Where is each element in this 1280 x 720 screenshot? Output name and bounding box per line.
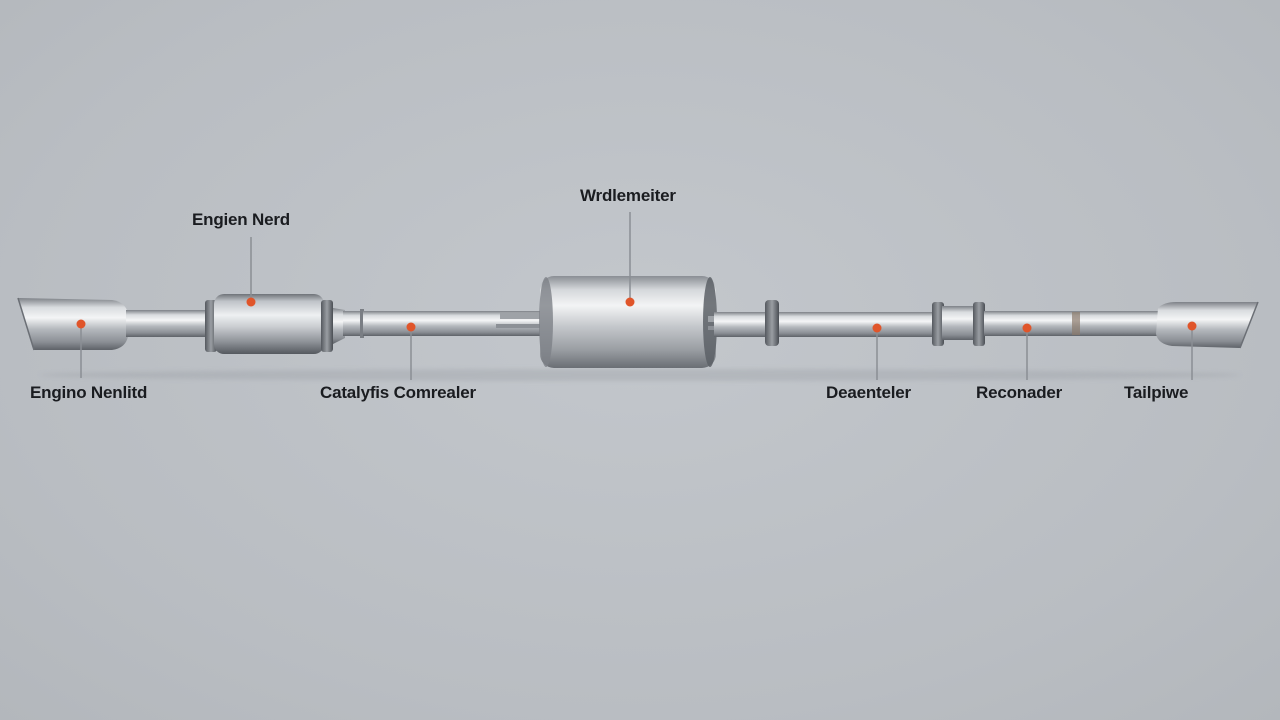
marker-dot-resonator: [1022, 323, 1032, 333]
leader-lines: [80, 212, 1193, 380]
pipe-segment-1: [126, 310, 210, 337]
pipe-segment-5: [984, 311, 1159, 336]
label-decelerator: Deaenteler: [826, 383, 911, 402]
marker-dot-decelerator: [872, 323, 882, 333]
label-catalytic-converter: Catalyfis Comrealer: [320, 383, 476, 402]
label-engine-nerd: Engien Nerd: [192, 210, 290, 229]
marker-dot-muffler: [625, 297, 635, 307]
marker-dots: [76, 297, 1197, 333]
label-tailpipe: Tailpiwe: [1124, 383, 1189, 402]
label-engine-manifold: Engino Nenlitd: [30, 383, 148, 402]
catalytic-converter-body: [205, 294, 345, 354]
muffler-body: [539, 276, 717, 368]
marker-dot-catalytic: [406, 322, 416, 332]
marker-dot-engine-nerd: [246, 297, 256, 307]
label-muffler: Wrdlemeiter: [580, 186, 676, 205]
marker-dot-engine-manifold: [76, 319, 86, 329]
pipe-segment-4: [714, 312, 939, 337]
marker-dot-tailpipe: [1187, 321, 1197, 331]
pipe-segment-2: [343, 311, 363, 336]
label-resonator: Reconader: [976, 383, 1063, 402]
resonator-flange-pair: [932, 302, 985, 346]
tailpipe-flare: [1156, 301, 1259, 349]
inlet-flare: [17, 297, 128, 351]
